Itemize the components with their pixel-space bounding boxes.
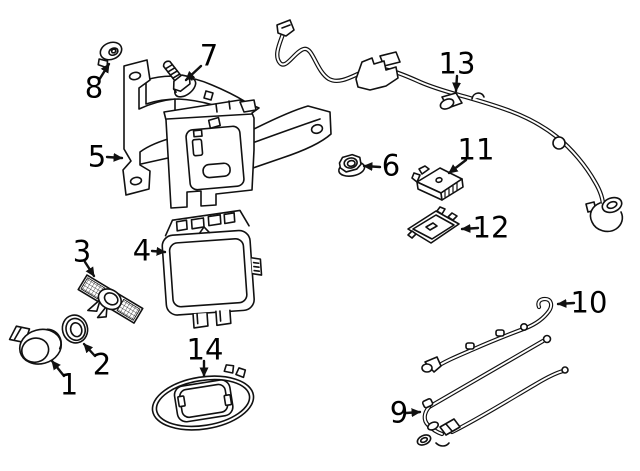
part-6-nut[interactable]: [336, 153, 366, 178]
callout-10[interactable]: 10: [570, 285, 608, 320]
part-11-module[interactable]: [411, 165, 464, 201]
part-1-sensor[interactable]: [7, 316, 66, 370]
callout-5[interactable]: 5: [87, 139, 107, 174]
callout-6[interactable]: 6: [381, 148, 401, 183]
callout-4[interactable]: 4: [132, 233, 152, 268]
callout-7[interactable]: 7: [199, 38, 219, 73]
callout-11[interactable]: 11: [457, 132, 495, 167]
part-14-bezel[interactable]: [147, 361, 257, 436]
part-2-retainer-ring[interactable]: [59, 312, 90, 346]
part-9-harness[interactable]: [416, 334, 569, 448]
callout-9[interactable]: 9: [389, 395, 409, 430]
part-3-sensor-bracket[interactable]: [71, 274, 144, 335]
callout-13[interactable]: 13: [438, 46, 476, 81]
part-4-module[interactable]: [160, 209, 265, 329]
callout-arrows: [50, 62, 576, 418]
callout-12[interactable]: 12: [472, 210, 510, 245]
callout-8[interactable]: 8: [84, 70, 104, 105]
callout-1[interactable]: 1: [59, 367, 79, 402]
callout-2[interactable]: 2: [92, 347, 112, 382]
callout-3[interactable]: 3: [72, 234, 92, 269]
part-10-harness[interactable]: [421, 299, 551, 373]
part-5-bracket[interactable]: [122, 59, 332, 209]
part-13-harness[interactable]: [277, 19, 624, 233]
callout-14[interactable]: 14: [186, 332, 224, 367]
part-12-bracket-plate[interactable]: [407, 206, 460, 244]
